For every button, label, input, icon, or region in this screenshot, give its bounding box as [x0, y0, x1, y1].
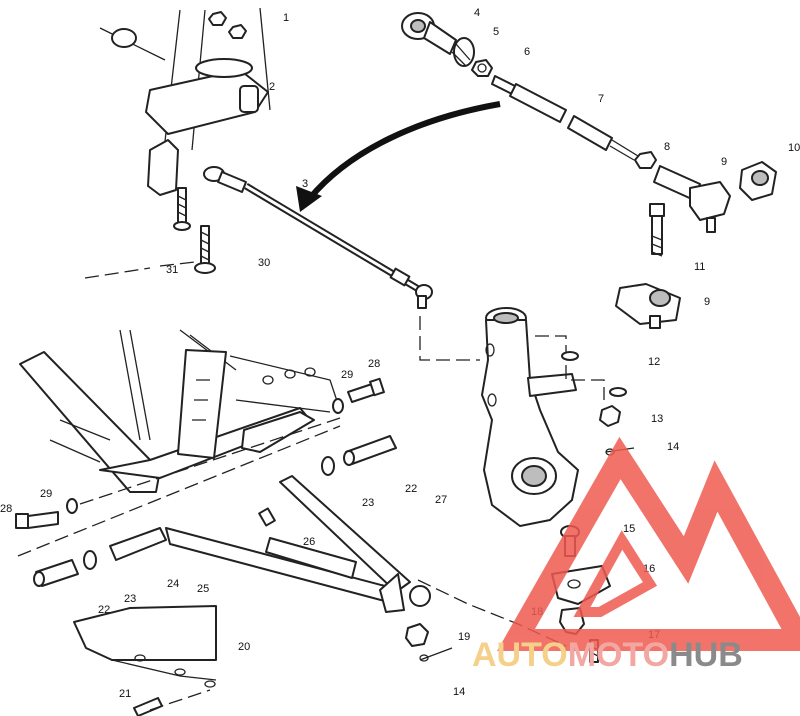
callout-23: 23 [124, 593, 136, 605]
nut-13 [599, 405, 621, 427]
a-arm-25 [109, 475, 431, 613]
steering-post-assembly [99, 7, 271, 196]
callout-9: 9 [704, 296, 710, 308]
bolt-11 [649, 203, 665, 257]
nut-6 [471, 59, 493, 77]
callout-1: 1 [283, 12, 289, 24]
callout-23: 23 [362, 497, 374, 509]
watermark-hub: HUB [669, 636, 743, 674]
bolt-28-lower [15, 511, 59, 529]
callout-14: 14 [667, 441, 679, 453]
callout-31: 31 [166, 264, 178, 276]
callout-8: 8 [664, 141, 670, 153]
rod-end-4 [401, 12, 457, 55]
watermark-auto: AUTO [472, 636, 568, 674]
washer-23-upper [321, 456, 335, 476]
callout-7: 7 [598, 93, 604, 105]
callout-labels: 1234567891011912131415161718191420212222… [0, 7, 800, 700]
washer-29-upper [332, 398, 344, 414]
callout-3: 3 [302, 178, 308, 190]
skid-plate-20 [73, 605, 217, 688]
tie-rod-3 [203, 166, 433, 309]
callout-29: 29 [40, 488, 52, 500]
callout-2: 2 [269, 81, 275, 93]
callout-14: 14 [453, 686, 465, 698]
bushing-22-upper [343, 435, 397, 466]
callout-4: 4 [474, 7, 480, 19]
callout-9: 9 [721, 156, 727, 168]
callout-27: 27 [435, 494, 447, 506]
bushing-10 [739, 161, 777, 201]
rod-end-9-upper [653, 165, 731, 233]
bushing-22-lower [33, 559, 79, 587]
callout-26: 26 [303, 536, 315, 548]
callout-10: 10 [788, 142, 800, 154]
callout-22: 22 [98, 604, 110, 616]
callout-6: 6 [524, 46, 530, 58]
washer-23-lower [83, 550, 97, 570]
adjuster-7 [491, 75, 639, 161]
callout-28: 28 [368, 358, 380, 370]
callout-5: 5 [493, 26, 499, 38]
bolt-28-upper [347, 377, 385, 403]
callout-24: 24 [167, 578, 179, 590]
callout-12: 12 [648, 356, 660, 368]
callout-28: 28 [0, 503, 12, 515]
washer-12b [609, 387, 627, 397]
direction-arrow [296, 101, 501, 212]
callout-11: 11 [694, 261, 705, 273]
frame [19, 329, 341, 493]
nut-8 [634, 151, 657, 169]
washer-29-lower [66, 498, 78, 514]
callout-22: 22 [405, 483, 417, 495]
callout-25: 25 [197, 583, 209, 595]
nut-19 [405, 623, 429, 647]
bolt-31 [173, 187, 191, 231]
watermark-text: AUTOMOTOHUB [472, 636, 743, 674]
bolt-30 [194, 225, 216, 274]
callout-21: 21 [119, 688, 131, 700]
grease-fitting-26 [258, 507, 276, 527]
rod-end-9-lower [615, 283, 681, 329]
callout-30: 30 [258, 257, 270, 269]
washer-12a [561, 351, 579, 361]
callout-15: 15 [623, 523, 635, 535]
spindle-27 [481, 307, 579, 527]
watermark-logo [497, 436, 800, 651]
cotter-pin-14-lower [419, 647, 453, 662]
callout-29: 29 [341, 369, 353, 381]
callout-19: 19 [458, 631, 470, 643]
callout-20: 20 [238, 641, 250, 653]
watermark-moto: MOTO [568, 636, 669, 674]
callout-13: 13 [651, 413, 663, 425]
bolt-1-nuts [208, 11, 247, 39]
boot-5 [451, 37, 475, 67]
